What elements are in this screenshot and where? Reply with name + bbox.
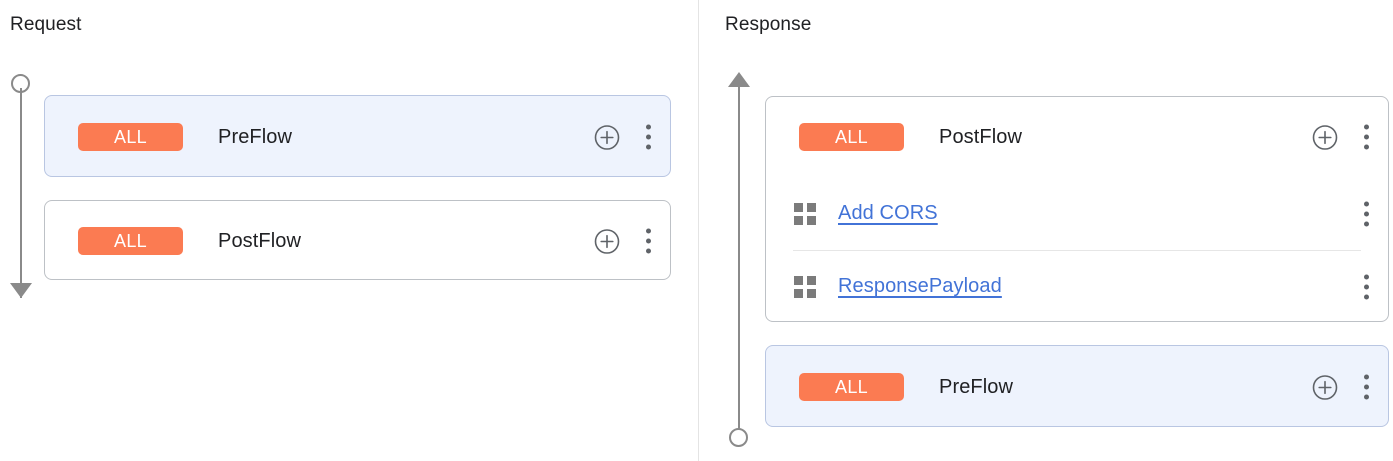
request-preflow-name: PreFlow — [218, 125, 293, 148]
response-rail-end-circle-icon — [729, 428, 748, 447]
policy-row-add-cors[interactable]: Add CORS — [766, 177, 1388, 250]
response-rail-arrow-up-icon — [727, 72, 750, 87]
response-postflow-card[interactable]: ALL PostFlow Add CORS — [765, 96, 1389, 322]
add-policy-icon[interactable] — [594, 228, 620, 254]
response-preflow-method-badge: ALL — [799, 373, 904, 401]
request-preflow-actions — [594, 123, 656, 152]
request-preflow-row[interactable]: ALL PreFlow — [45, 96, 670, 178]
request-panel: Request ALL PreFlow — [9, 14, 671, 298]
response-preflow-row[interactable]: ALL PreFlow — [766, 346, 1388, 428]
response-panel-title: Response — [725, 14, 812, 35]
response-postflow-row[interactable]: ALL PostFlow — [766, 97, 1388, 177]
policy-separator — [793, 250, 1361, 251]
request-postflow-row[interactable]: ALL PostFlow — [45, 201, 670, 281]
more-vert-icon[interactable] — [640, 227, 656, 256]
policy-actions-add-cors — [1358, 199, 1374, 228]
response-postflow-actions — [1312, 123, 1374, 152]
add-policy-icon[interactable] — [594, 124, 620, 150]
policy-row-response-payload[interactable]: ResponsePayload — [766, 250, 1388, 323]
response-preflow-card[interactable]: ALL PreFlow — [765, 345, 1389, 427]
response-rail-line — [737, 84, 740, 439]
more-vert-icon[interactable] — [640, 123, 656, 152]
request-preflow-method-badge: ALL — [78, 123, 183, 151]
request-postflow-card[interactable]: ALL PostFlow — [44, 200, 671, 280]
policy-grid-icon — [794, 275, 816, 298]
request-panel-title: Request — [10, 14, 82, 35]
request-postflow-name: PostFlow — [218, 229, 302, 252]
add-policy-icon[interactable] — [1312, 374, 1338, 400]
policy-link-add-cors[interactable]: Add CORS — [838, 202, 938, 224]
request-postflow-method-badge: ALL — [78, 227, 183, 255]
response-postflow-method-badge: ALL — [799, 123, 904, 151]
response-panel: Response ALL PostFlow Ad — [698, 0, 1393, 461]
response-preflow-actions — [1312, 373, 1374, 402]
more-vert-icon[interactable] — [1358, 373, 1374, 402]
more-vert-icon[interactable] — [1358, 123, 1374, 152]
response-preflow-name: PreFlow — [939, 375, 1014, 398]
request-rail-line — [19, 88, 22, 298]
more-vert-icon[interactable] — [1358, 199, 1374, 228]
policy-grid-icon — [794, 202, 816, 225]
response-postflow-name: PostFlow — [939, 125, 1023, 148]
add-policy-icon[interactable] — [1312, 124, 1338, 150]
more-vert-icon[interactable] — [1358, 272, 1374, 301]
policy-link-response-payload[interactable]: ResponsePayload — [838, 275, 1002, 297]
policy-actions-response-payload — [1358, 272, 1374, 301]
request-preflow-card[interactable]: ALL PreFlow — [44, 95, 671, 177]
request-postflow-actions — [594, 227, 656, 256]
request-rail-arrow-down-icon — [9, 283, 32, 298]
